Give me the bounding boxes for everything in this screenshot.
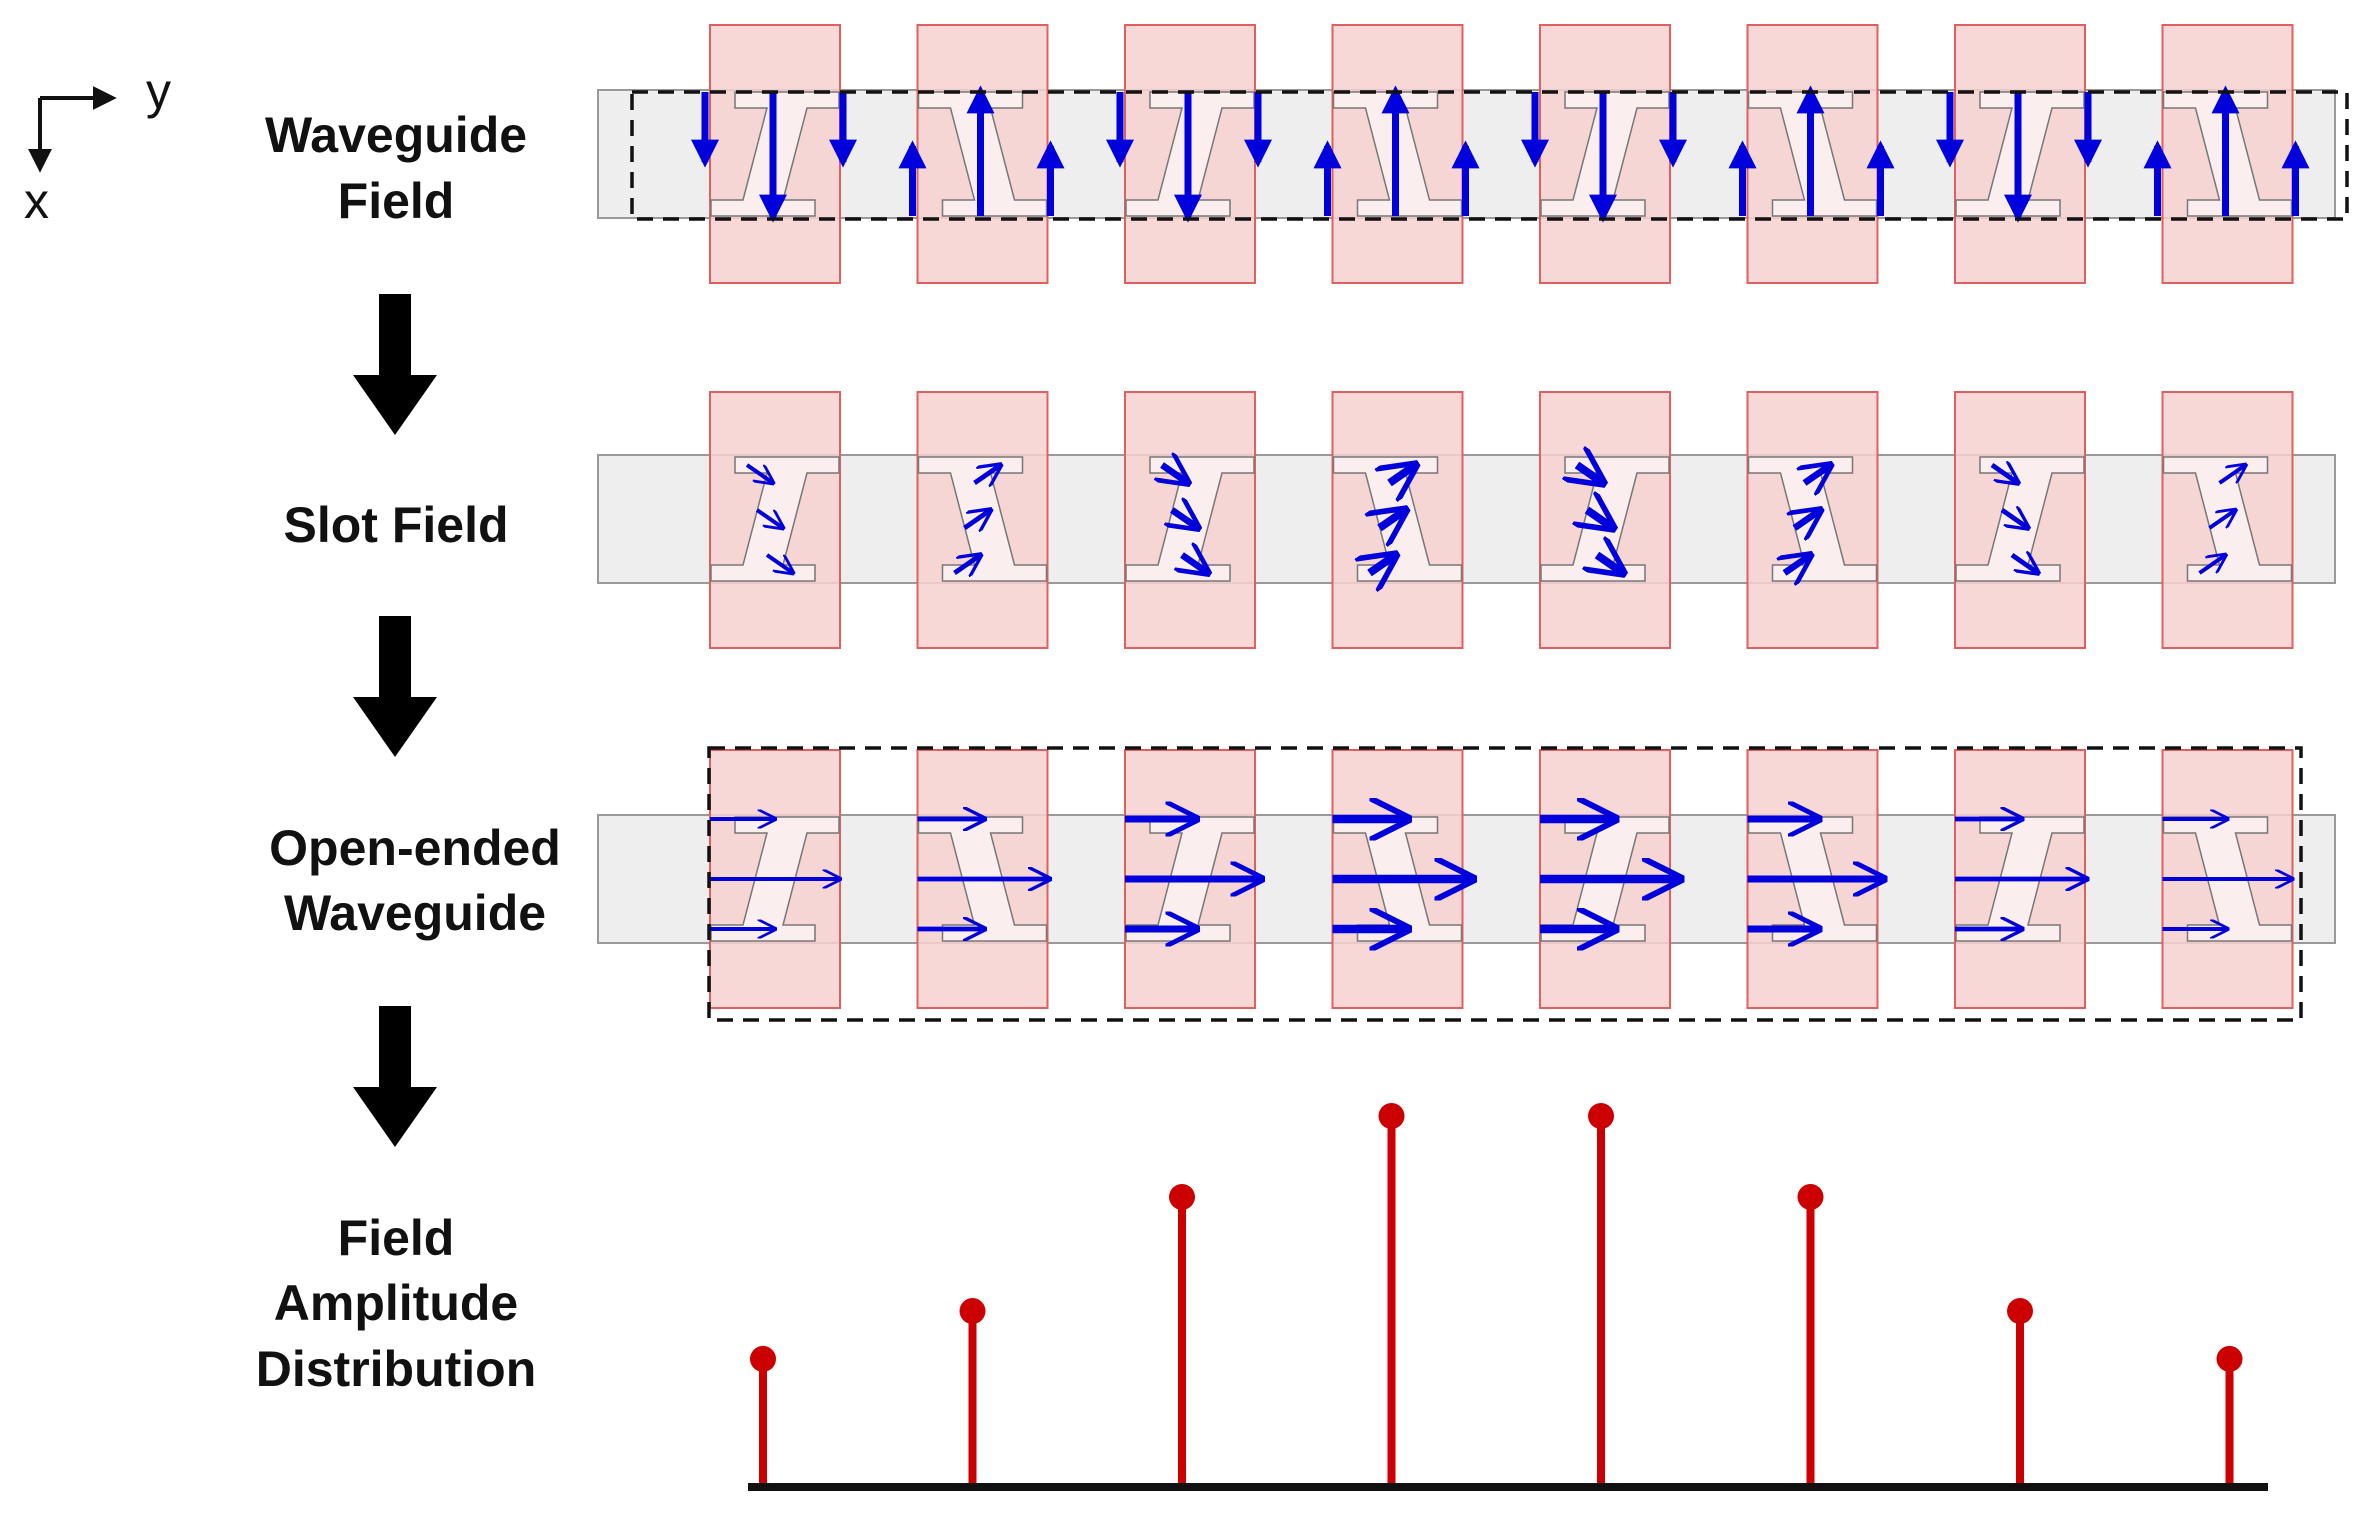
waveguide-field-row	[691, 24, 2310, 284]
label-field-amplitude-2: Amplitude	[274, 1275, 518, 1331]
dashed-outline-row1	[630, 90, 2349, 221]
slot-field-row	[709, 391, 2294, 649]
row-labels: Waveguide Field Slot Field Open-ended Wa…	[256, 107, 561, 1397]
label-waveguide-field-2: Field	[338, 173, 455, 229]
amplitude-marker	[1797, 1183, 1824, 1210]
slot-field-arrow	[2218, 465, 2246, 485]
slot-field-arrow	[1795, 510, 1821, 528]
label-open-ended-2: Waveguide	[284, 885, 546, 941]
x-axis-label: x	[24, 173, 49, 229]
open-ended-waveguide-row	[709, 749, 2293, 1009]
radiating-element	[1331, 391, 1464, 649]
slot-field-arrow	[1390, 465, 1416, 483]
amplitude-distribution	[750, 1103, 2243, 1484]
flow-arrow-down-2	[353, 616, 437, 757]
slot-field-arrow	[1785, 555, 1811, 573]
label-waveguide-field-1: Waveguide	[265, 107, 527, 163]
slot-field-arrow	[1370, 555, 1396, 573]
flow-arrows	[353, 294, 437, 1147]
coordinate-axes: y x	[24, 63, 171, 229]
radiating-element	[1954, 24, 2086, 284]
slot-field-arrow	[973, 465, 1001, 483]
dashed-outline-row3	[707, 746, 2303, 1022]
slot-field-arrow	[2208, 510, 2236, 530]
flow-arrow-down-1	[353, 294, 437, 435]
label-field-amplitude-1: Field	[338, 1210, 455, 1266]
label-slot-field: Slot Field	[284, 497, 509, 553]
amplitude-marker	[1378, 1103, 1405, 1129]
amplitude-marker	[2007, 1298, 2033, 1325]
slot-field-arrow	[765, 553, 793, 573]
slot-field-arrow	[1172, 510, 1198, 528]
amplitude-marker	[750, 1345, 776, 1372]
slot-field-arrow	[2000, 510, 2028, 528]
slot-field-arrow	[1162, 465, 1188, 483]
slot-field-arrow	[1990, 465, 2018, 483]
slot-field-arrow	[2010, 555, 2038, 573]
amplitude-marker	[959, 1298, 986, 1325]
slot-field-arrow	[2198, 555, 2226, 575]
slot-field-arrow	[1380, 510, 1406, 528]
amplitude-marker	[1169, 1183, 1195, 1210]
flow-arrow-down-3	[353, 1006, 437, 1147]
slot-field-arrow	[1577, 465, 1603, 483]
slot-field-arrow	[953, 555, 981, 573]
radiating-element	[1124, 24, 1256, 284]
slot-field-arrow	[1597, 555, 1623, 573]
slot-field-arrow	[745, 463, 773, 483]
amplitude-marker	[2216, 1345, 2243, 1372]
slot-field-arrow	[963, 510, 991, 528]
label-field-amplitude-3: Distribution	[256, 1341, 537, 1397]
y-axis-label: y	[146, 63, 171, 119]
amplitude-marker	[1588, 1103, 1614, 1129]
slot-field-arrow	[1182, 555, 1208, 573]
slot-field-arrow	[1805, 465, 1831, 483]
slot-field-arrow	[1587, 510, 1613, 528]
label-open-ended-1: Open-ended	[269, 820, 561, 876]
slot-field-arrow	[755, 508, 783, 528]
